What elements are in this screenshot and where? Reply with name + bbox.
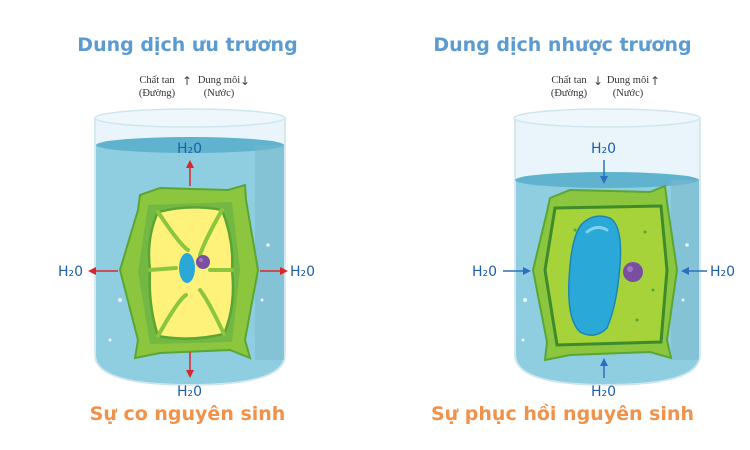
solvent-label: Dung môi (Nước) — [197, 75, 241, 99]
vacuole — [567, 215, 622, 336]
arrow-left-icon — [88, 267, 96, 275]
arrow-down-icon: ↓ — [240, 74, 251, 88]
hypertonic-legend: Chất tan (Đường) ↑ Dung môi (Nước) ↓ — [0, 74, 375, 108]
deplasmolysis-caption: Sự phục hồi nguyên sinh — [430, 403, 694, 425]
arrow-down-icon: ↓ — [593, 74, 604, 88]
hypotonic-illustration: H₂0 H₂0 H₂0 H₂0 — [472, 108, 735, 400]
water-label-left: H₂0 — [472, 264, 497, 280]
hypertonic-illustration: H₂0 H₂0 H₂0 H₂0 — [58, 108, 315, 400]
arrow-up-icon: ↑ — [182, 74, 193, 88]
arrow-up-icon: ↑ — [650, 74, 661, 88]
arrow-right-icon — [280, 267, 288, 275]
water-label-top: H₂0 — [591, 141, 616, 157]
water-surface — [96, 137, 284, 153]
nucleus — [196, 255, 210, 269]
vacuole — [179, 253, 195, 283]
water-label-right: H₂0 — [710, 264, 735, 280]
plasmolysis-caption: Sự co nguyên sinh — [89, 403, 286, 425]
water-surface — [515, 172, 699, 188]
solute-label: Chất tan (Đường) — [138, 75, 176, 99]
water-label-top: H₂0 — [177, 141, 202, 157]
water-label-bottom: H₂0 — [591, 384, 616, 400]
arrow-left-icon — [681, 267, 689, 275]
solute-label: Chất tan (Đường) — [550, 75, 588, 99]
arrow-down-icon — [600, 176, 608, 184]
solvent-label: Dung môi (Nước) — [606, 75, 650, 99]
water-label-bottom: H₂0 — [177, 384, 202, 400]
hypotonic-title: Dung dịch nhược trương — [433, 34, 692, 56]
arrow-down-icon — [186, 370, 194, 378]
hypotonic-legend: Chất tan (Đường) ↓ Dung môi (Nước) ↑ — [375, 74, 750, 108]
nucleus — [623, 262, 643, 282]
water-label-left: H₂0 — [58, 264, 83, 280]
water-label-right: H₂0 — [290, 264, 315, 280]
arrow-up-icon — [186, 160, 194, 168]
hypotonic-panel: Dung dịch nhược trương Chất tan (Đường) … — [375, 0, 750, 450]
arrow-up-icon — [600, 358, 608, 366]
hypertonic-panel: Dung dịch ưu trương Chất tan (Đường) ↑ D… — [0, 34, 375, 425]
hypertonic-title: Dung dịch ưu trương — [77, 34, 298, 56]
arrow-right-icon — [523, 267, 531, 275]
